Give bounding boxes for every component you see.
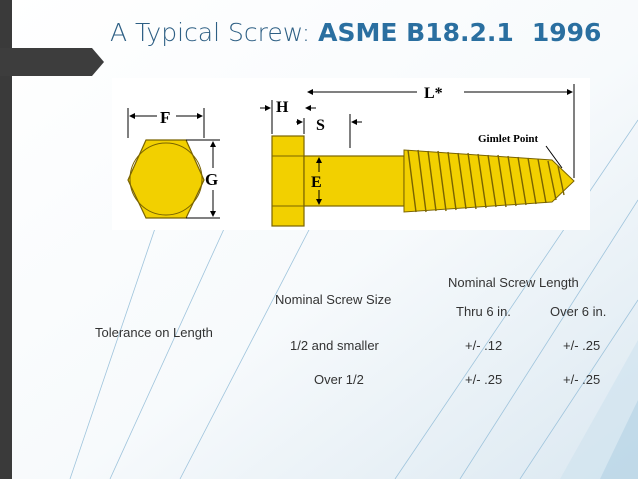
label-l: L*: [424, 85, 443, 102]
label-gimlet-point: Gimlet Point: [478, 133, 539, 145]
screw-shank: [303, 155, 405, 207]
col-thru-header: Thru 6 in.: [456, 304, 511, 319]
title-year: 1996: [531, 18, 602, 47]
screw-diagram: F G H S E: [112, 78, 590, 230]
label-g: G: [205, 170, 218, 189]
label-f: F: [160, 108, 170, 127]
table-row-1-thru: +/- .12: [465, 338, 503, 353]
label-s: S: [316, 117, 325, 134]
table-row-2-size: Over 1/2: [314, 372, 364, 387]
label-e: E: [311, 174, 322, 191]
title-prefix: A Typical Screw:: [110, 18, 319, 47]
hex-head-chamfer-circle: [129, 142, 203, 216]
table-row-2-over: +/- .25: [563, 372, 601, 387]
length-header: Nominal Screw Length: [448, 275, 579, 290]
hex-head-end-view: [127, 139, 205, 219]
size-header: Nominal Screw Size: [275, 292, 392, 307]
table-row-1-over: +/- .25: [563, 338, 601, 353]
row-header-tolerance: Tolerance on Length: [95, 325, 213, 340]
slide-title: A Typical Screw: ASME B18.2.1 1996: [110, 18, 601, 47]
label-h: H: [276, 99, 289, 116]
table-row-1-size: 1/2 and smaller: [290, 338, 379, 353]
col-over-header: Over 6 in.: [550, 304, 607, 319]
screw-head-side: [271, 135, 305, 227]
table-row-2-thru: +/- .25: [465, 372, 503, 387]
title-standard: ASME B18.2.1: [318, 18, 514, 47]
